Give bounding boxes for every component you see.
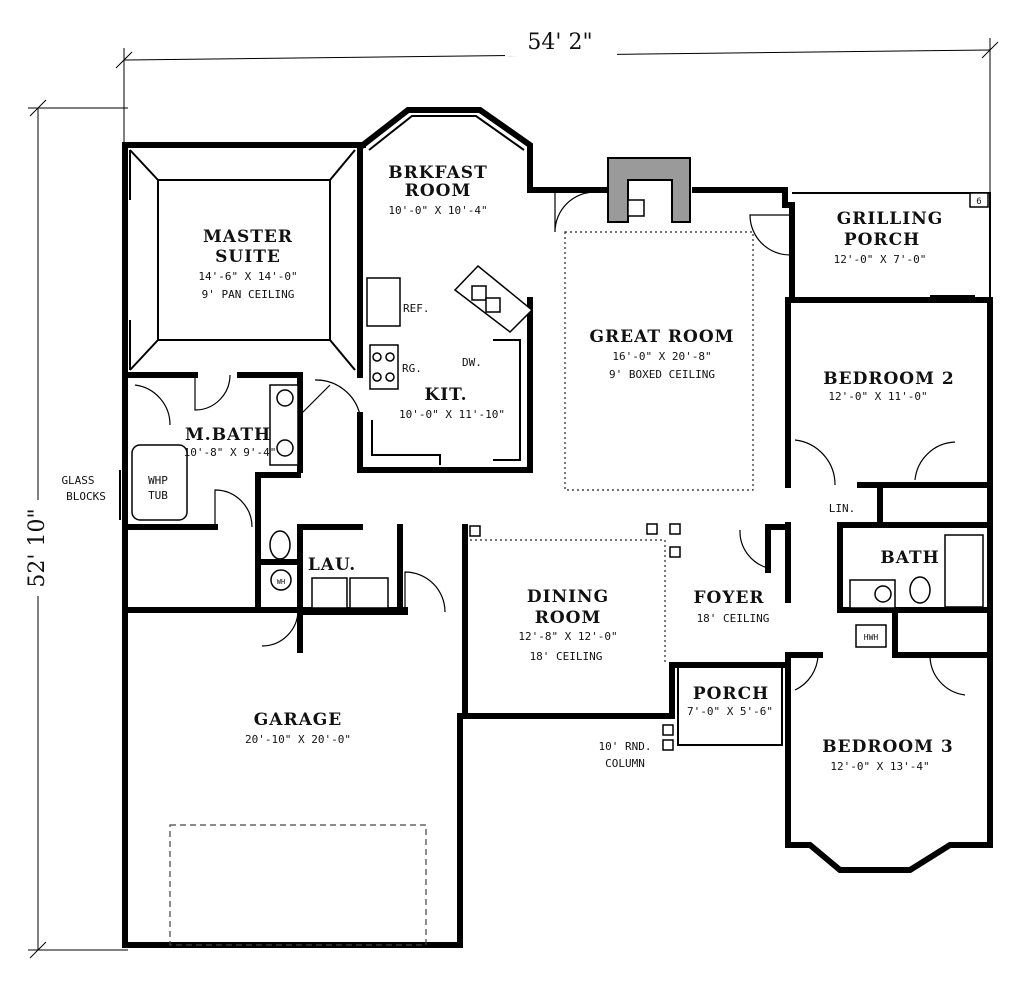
foyer-name: FOYER bbox=[693, 588, 764, 608]
dining-name-2: ROOM bbox=[535, 608, 602, 628]
column-note-1: 10' RND. bbox=[599, 740, 652, 753]
room-porch: PORCH 7'-0" X 5'-6" bbox=[687, 684, 773, 718]
great-name: GREAT ROOM bbox=[590, 327, 735, 347]
dining-outline bbox=[470, 539, 666, 665]
overall-depth-label: 52' 10" bbox=[25, 508, 50, 587]
bedroom3-size: 12'-0" X 13'-4" bbox=[830, 760, 929, 773]
garage-name: GARAGE bbox=[254, 710, 343, 730]
breakfast-name-1: BRKFAST bbox=[388, 163, 487, 183]
room-master-suite: MASTER SUITE 14'-6" X 14'-0" 9' PAN CEIL… bbox=[198, 227, 297, 301]
door-swings bbox=[134, 191, 966, 696]
breakfast-name-2: ROOM bbox=[405, 181, 472, 201]
garage-size: 20'-10" X 20'-0" bbox=[245, 733, 351, 746]
glass-blocks-1: GLASS bbox=[61, 474, 94, 487]
room-great-room: GREAT ROOM 16'-0" X 20'-8" 9' BOXED CEIL… bbox=[590, 327, 735, 381]
mbath-size: 10'-8" X 9'-4" bbox=[184, 446, 277, 459]
room-kitchen: KIT. 10'-0" X 11'-10" REF. RG. DW. bbox=[399, 302, 505, 421]
dining-name-1: DINING bbox=[527, 587, 609, 607]
master-ceiling: 9' PAN CEILING bbox=[202, 288, 295, 301]
boxed-ceiling-outline bbox=[564, 231, 754, 491]
great-size: 16'-0" X 20'-8" bbox=[612, 350, 711, 363]
room-bath: BATH bbox=[880, 548, 939, 568]
grilling-name-2: PORCH bbox=[844, 230, 920, 250]
foyer-ceiling: 18' CEILING bbox=[697, 612, 770, 625]
water-heater-label: WH bbox=[277, 578, 285, 586]
fireplace bbox=[607, 157, 691, 223]
linen-label: LIN. bbox=[829, 502, 856, 515]
room-breakfast: BRKFAST ROOM 10'-0" X 10'-4" bbox=[388, 163, 487, 217]
grilling-name-1: GRILLING bbox=[837, 209, 944, 229]
exterior-walls bbox=[122, 107, 993, 948]
kitchen-fixtures bbox=[366, 264, 534, 465]
master-name-2: SUITE bbox=[215, 247, 281, 267]
room-bedroom-2: BEDROOM 2 12'-0" X 11'-0" bbox=[823, 369, 954, 403]
grilling-size: 12'-0" X 7'-0" bbox=[834, 253, 927, 266]
kitchen-name: KIT. bbox=[424, 385, 467, 405]
sheet-mark: 6 bbox=[976, 197, 981, 207]
whirlpool-label-2: TUB bbox=[148, 489, 168, 502]
room-grilling-porch: GRILLING PORCH 12'-0" X 7'-0" bbox=[834, 209, 944, 266]
bedroom3-name: BEDROOM 3 bbox=[822, 737, 953, 757]
porch-name: PORCH bbox=[693, 684, 769, 704]
room-laundry: LAU. bbox=[308, 555, 356, 575]
pan-ceiling bbox=[129, 149, 356, 371]
overall-width-label: 54' 2" bbox=[527, 30, 592, 55]
bedroom2-size: 12'-0" X 11'-0" bbox=[828, 390, 927, 403]
laundry-name: LAU. bbox=[308, 555, 356, 575]
window-lines bbox=[119, 115, 975, 520]
whirlpool-label-1: WHP bbox=[148, 474, 168, 487]
master-size: 14'-6" X 14'-0" bbox=[198, 270, 297, 283]
room-dining: DINING ROOM 12'-8" X 12'-0" 18' CEILING bbox=[518, 587, 617, 663]
ref-label: REF. bbox=[403, 302, 430, 315]
room-master-bath: M.BATH 10'-8" X 9'-4" WHP TUB bbox=[148, 425, 276, 502]
column-note: 10' RND. COLUMN bbox=[599, 740, 652, 770]
column-note-2: COLUMN bbox=[605, 757, 645, 770]
dining-size: 12'-8" X 12'-0" bbox=[518, 630, 617, 643]
master-name-1: MASTER bbox=[203, 227, 293, 247]
garage-door-outline bbox=[169, 824, 427, 946]
glass-blocks-2: BLOCKS bbox=[66, 490, 106, 503]
room-foyer: FOYER 18' CEILING bbox=[693, 588, 769, 625]
glass-blocks-note: GLASS BLOCKS bbox=[61, 474, 105, 503]
bath-name: BATH bbox=[880, 548, 939, 568]
overall-depth-dimension: 52' 10" bbox=[22, 99, 128, 959]
kitchen-size: 10'-0" X 11'-10" bbox=[399, 408, 505, 421]
hot-water-heater-label: HWH bbox=[864, 633, 879, 642]
breakfast-size: 10'-0" X 10'-4" bbox=[388, 204, 487, 217]
room-bedroom-3: BEDROOM 3 12'-0" X 13'-4" bbox=[822, 737, 953, 773]
bedroom2-name: BEDROOM 2 bbox=[823, 369, 954, 389]
dishwasher-label: DW. bbox=[462, 356, 482, 369]
room-garage: GARAGE 20'-10" X 20'-0" bbox=[245, 710, 351, 746]
columns bbox=[469, 523, 681, 751]
dining-ceiling: 18' CEILING bbox=[530, 650, 603, 663]
bath-fixtures bbox=[131, 192, 989, 648]
porch-size: 7'-0" X 5'-6" bbox=[687, 705, 773, 718]
range-label: RG. bbox=[402, 362, 422, 375]
great-ceiling: 9' BOXED CEILING bbox=[609, 368, 715, 381]
overall-width-dimension: 54' 2" bbox=[115, 28, 999, 195]
mbath-name: M.BATH bbox=[185, 425, 271, 445]
